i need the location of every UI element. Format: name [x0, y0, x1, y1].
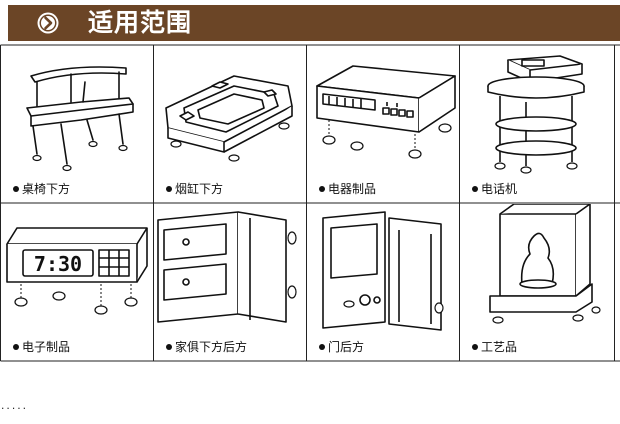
usage-item-chair: 桌椅下方 [1, 46, 155, 204]
usage-item-clock: 7:30 电子制品 [1, 204, 155, 362]
usage-item-label: 烟缸下方 [166, 180, 223, 197]
usage-item-label: 工艺品 [472, 338, 517, 355]
bullet-icon [13, 185, 19, 192]
usage-item-label: 桌椅下方 [13, 180, 70, 197]
usage-item-telephone: 电话机 [460, 46, 614, 204]
chair-icon [26, 66, 134, 172]
usage-item-cabinet: 家俱下方后方 [154, 204, 308, 362]
display-case-icon [489, 204, 601, 324]
digital-clock-icon: 7:30 [6, 227, 148, 315]
usage-item-ashtray: 烟缸下方 [154, 46, 308, 204]
bullet-icon [319, 343, 325, 350]
usage-item-display-case: 工艺品 [460, 204, 614, 362]
bullet-icon [472, 343, 478, 350]
usage-item-label: 电话机 [472, 180, 517, 197]
circle-chevron-right-icon [37, 12, 59, 34]
drawer-cabinet-icon [157, 211, 297, 323]
usage-item-label: 家俱下方后方 [166, 338, 247, 355]
safe-door-icon [322, 211, 444, 331]
bullet-icon [319, 185, 325, 192]
footer-dots: ..... [0, 402, 28, 412]
stereo-amplifier-icon [316, 65, 456, 159]
usage-item-label: 电器制品 [319, 180, 376, 197]
svg-text:7:30: 7:30 [34, 252, 82, 276]
usage-item-stereo: 电器制品 [307, 46, 461, 204]
ashtray-icon [165, 75, 293, 162]
usage-item-label: 电子制品 [13, 338, 70, 355]
section-title: 适用范围 [88, 8, 193, 37]
bullet-icon [166, 343, 172, 350]
bullet-icon [13, 343, 19, 350]
telephone-table-icon [487, 55, 585, 174]
bullet-icon [472, 185, 478, 192]
usage-item-label: 门后方 [319, 338, 364, 355]
section-header: 适用范围 [8, 5, 620, 41]
bullet-icon [166, 185, 172, 192]
usage-item-door: 门后方 [307, 204, 461, 362]
